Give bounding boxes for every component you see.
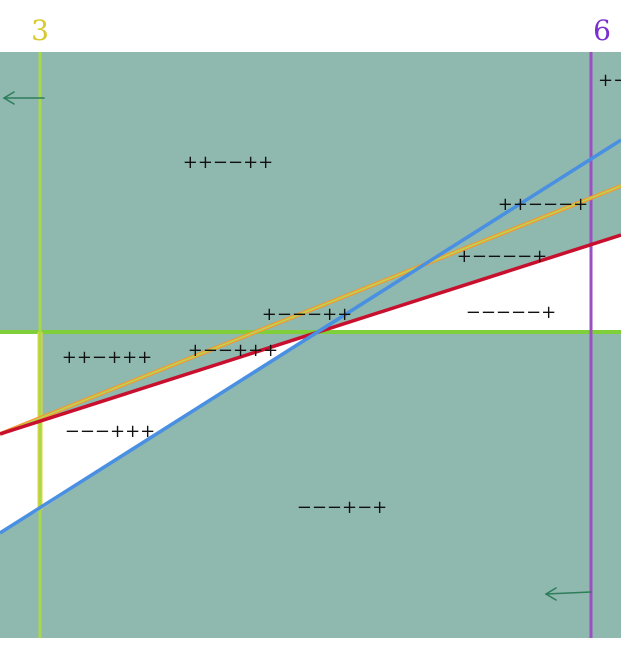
blue-line — [0, 138, 621, 535]
sign-label: ++−−−+ — [498, 194, 589, 215]
axis-label-3: 3 — [31, 14, 49, 47]
sign-label: ++−+++ — [62, 347, 153, 368]
white-cell-left-lower — [0, 421, 40, 533]
axis-label-6: 6 — [593, 14, 611, 47]
sign-label: ++−−++ — [183, 152, 274, 173]
sign-label: +− — [598, 70, 621, 91]
white-cell-left-middle — [0, 332, 40, 437]
sign-label: +−−+++ — [188, 340, 279, 361]
left-arrow-bottom-icon — [545, 587, 592, 601]
left-arrow-top-icon — [3, 91, 45, 105]
region-lower — [0, 332, 621, 638]
sign-label: −−−+++ — [65, 421, 156, 442]
sign-label: +−−−++ — [262, 304, 353, 325]
sign-label: −−−+−+ — [297, 497, 388, 518]
sign-label: +−−−−+ — [457, 246, 548, 267]
sign-label: −−−−−+ — [466, 302, 557, 323]
lightgreen-diagonal-line — [0, 185, 621, 435]
